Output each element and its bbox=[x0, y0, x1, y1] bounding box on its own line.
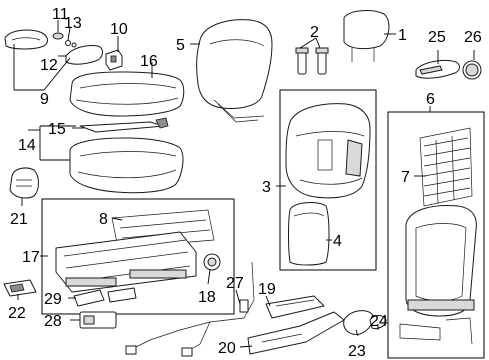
callout-16: 16 bbox=[140, 53, 158, 70]
callout-17: 17 bbox=[22, 249, 40, 266]
callout-29: 29 bbox=[44, 291, 62, 308]
callout-28: 28 bbox=[44, 313, 62, 330]
callout-18: 18 bbox=[198, 289, 216, 306]
callout-26: 26 bbox=[464, 29, 482, 46]
callout-14: 14 bbox=[18, 137, 36, 154]
adjuster-motor-part bbox=[203, 253, 221, 271]
cap-24-part bbox=[369, 315, 387, 329]
control-module-part bbox=[79, 311, 117, 329]
cap-11-part bbox=[52, 32, 64, 40]
callout-6: 6 bbox=[426, 91, 435, 108]
seatback-frame-part bbox=[399, 205, 477, 345]
seat-cushion-part bbox=[69, 137, 184, 194]
lever-handle-part bbox=[415, 59, 460, 79]
callout-25: 25 bbox=[428, 29, 446, 46]
callout-27: 27 bbox=[226, 275, 244, 292]
seatback-frame-group-box bbox=[387, 111, 485, 359]
seat-heater-pad-part bbox=[79, 117, 169, 133]
callout-22: 22 bbox=[8, 305, 26, 322]
callout-20: 20 bbox=[218, 340, 236, 357]
callout-13: 13 bbox=[64, 15, 82, 32]
callout-8: 8 bbox=[99, 211, 108, 228]
seat-adjuster-part bbox=[55, 209, 215, 293]
callout-3: 3 bbox=[262, 179, 271, 196]
wiring-harness-part bbox=[125, 261, 255, 357]
armrest-cover-part bbox=[4, 29, 48, 50]
headrest-guide-part bbox=[295, 47, 329, 75]
callout-5: 5 bbox=[176, 37, 185, 54]
leader-lines bbox=[13, 20, 475, 348]
callout-21: 21 bbox=[10, 211, 28, 228]
callout-11: 11 bbox=[52, 6, 69, 23]
recliner-handle-part bbox=[343, 310, 374, 335]
callout-23: 23 bbox=[348, 343, 366, 360]
side-shield-lower-part bbox=[247, 311, 345, 355]
armrest-bracket-part bbox=[65, 45, 103, 65]
callout-4: 4 bbox=[333, 233, 342, 250]
callout-19: 19 bbox=[258, 281, 276, 298]
trim-piece-22-part bbox=[3, 279, 37, 297]
lumbar-panel-part bbox=[288, 202, 330, 266]
seatback-pad-group-box bbox=[279, 89, 377, 271]
seatback-pad-part bbox=[285, 103, 371, 199]
callout-9: 9 bbox=[40, 91, 49, 108]
headrest-part bbox=[343, 10, 390, 62]
callout-10: 10 bbox=[110, 21, 128, 38]
callout-15: 15 bbox=[48, 121, 66, 138]
knob-cap-part bbox=[462, 60, 482, 80]
bracket-29-part bbox=[73, 287, 137, 307]
callout-2: 2 bbox=[310, 24, 319, 41]
side-trim-part bbox=[9, 167, 39, 199]
clip-13-part bbox=[65, 40, 77, 48]
callout-24: 24 bbox=[370, 313, 388, 330]
side-shield-upper-part bbox=[265, 295, 325, 319]
spring-mat-part bbox=[419, 127, 473, 207]
bracket-10-part bbox=[105, 49, 123, 71]
callout-12: 12 bbox=[40, 57, 58, 74]
seat-cushion-cover-part bbox=[69, 71, 185, 117]
callout-1: 1 bbox=[398, 27, 407, 44]
seatback-cover-part bbox=[196, 19, 273, 123]
callout-7: 7 bbox=[401, 169, 410, 186]
seat-adjuster-group-box bbox=[41, 198, 235, 315]
